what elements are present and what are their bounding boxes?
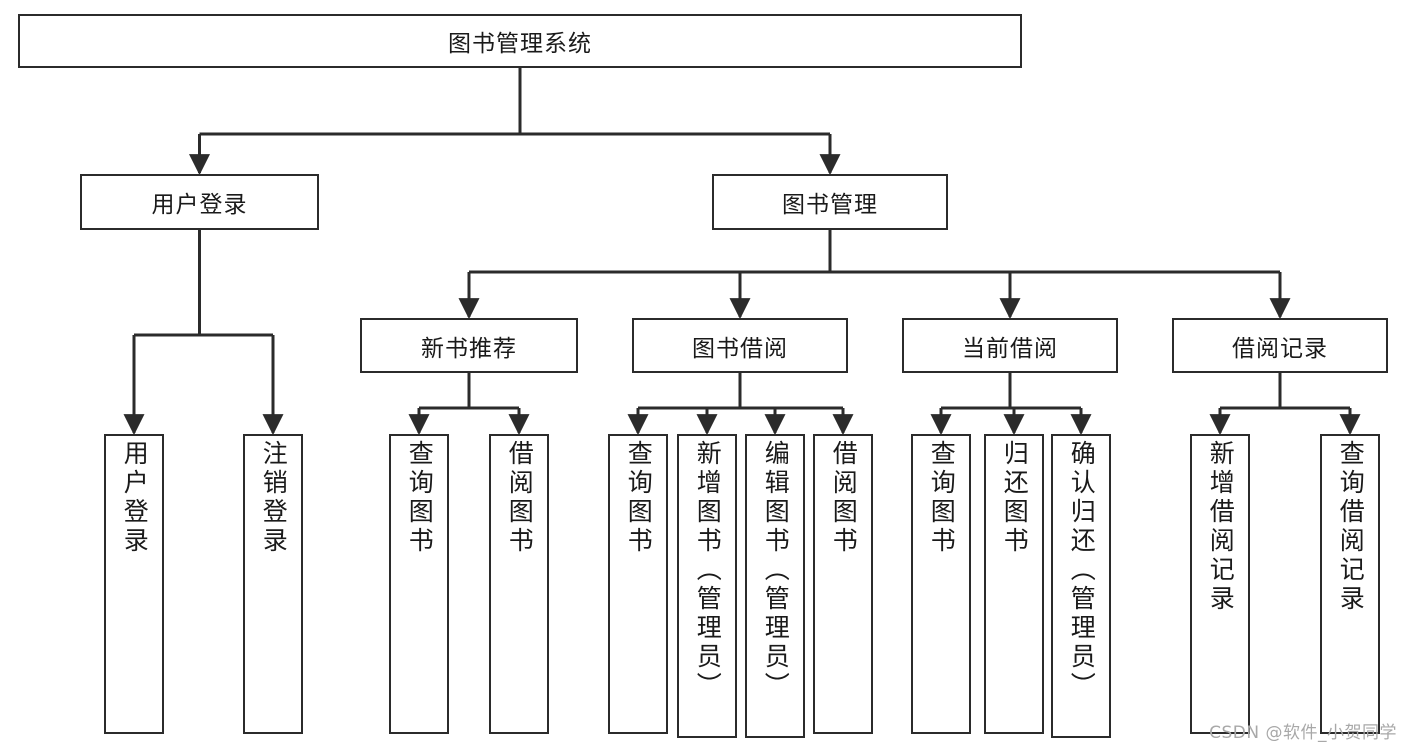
node-label: 归还图书 bbox=[1000, 440, 1030, 556]
node-leaf-user-login[interactable]: 用户登录 bbox=[104, 434, 164, 734]
node-current-borrow[interactable]: 当前借阅 bbox=[902, 318, 1118, 373]
node-label: 新书推荐 bbox=[421, 335, 517, 362]
node-label: 编辑图书（管理员） bbox=[761, 440, 791, 701]
node-label: 借阅图书 bbox=[829, 440, 859, 556]
node-label: 查询借阅记录 bbox=[1336, 440, 1366, 614]
node-leaf-query-book-borrow[interactable]: 查询图书 bbox=[608, 434, 668, 734]
node-leaf-add-book-admin[interactable]: 新增图书（管理员） bbox=[677, 434, 737, 738]
node-leaf-edit-book-admin[interactable]: 编辑图书（管理员） bbox=[745, 434, 805, 738]
node-leaf-return-book[interactable]: 归还图书 bbox=[984, 434, 1044, 734]
node-label: 确认归还（管理员） bbox=[1067, 440, 1097, 701]
node-label: 借阅记录 bbox=[1232, 335, 1328, 362]
node-leaf-query-borrow-record[interactable]: 查询借阅记录 bbox=[1320, 434, 1380, 734]
node-label: 图书管理系统 bbox=[448, 31, 592, 57]
node-label: 新增图书（管理员） bbox=[693, 440, 723, 701]
node-label: 用户登录 bbox=[151, 192, 248, 218]
node-label: 借阅图书 bbox=[505, 440, 535, 556]
node-new-book-recommend[interactable]: 新书推荐 bbox=[360, 318, 578, 373]
node-root[interactable]: 图书管理系统 bbox=[18, 14, 1022, 68]
node-label: 图书借阅 bbox=[692, 335, 788, 362]
node-leaf-confirm-return-admin[interactable]: 确认归还（管理员） bbox=[1051, 434, 1111, 738]
node-user-login[interactable]: 用户登录 bbox=[80, 174, 319, 230]
node-label: 查询图书 bbox=[624, 440, 654, 556]
node-leaf-borrow-book[interactable]: 借阅图书 bbox=[813, 434, 873, 734]
node-label: 用户登录 bbox=[120, 440, 150, 556]
node-leaf-query-book-cur[interactable]: 查询图书 bbox=[911, 434, 971, 734]
node-book-borrow[interactable]: 图书借阅 bbox=[632, 318, 848, 373]
node-leaf-logout-login[interactable]: 注销登录 bbox=[243, 434, 303, 734]
node-label: 图书管理 bbox=[782, 192, 878, 218]
node-label: 查询图书 bbox=[405, 440, 435, 556]
node-leaf-borrow-book-rec[interactable]: 借阅图书 bbox=[489, 434, 549, 734]
node-label: 新增借阅记录 bbox=[1206, 440, 1236, 614]
node-leaf-query-book-rec[interactable]: 查询图书 bbox=[389, 434, 449, 734]
node-label: 查询图书 bbox=[927, 440, 957, 556]
node-label: 注销登录 bbox=[259, 440, 289, 556]
watermark-label: CSDN @软件_小贺同学 bbox=[1209, 723, 1397, 743]
node-book-manage[interactable]: 图书管理 bbox=[712, 174, 948, 230]
node-label: 当前借阅 bbox=[962, 335, 1058, 362]
node-borrow-record[interactable]: 借阅记录 bbox=[1172, 318, 1388, 373]
node-leaf-add-borrow-record[interactable]: 新增借阅记录 bbox=[1190, 434, 1250, 734]
